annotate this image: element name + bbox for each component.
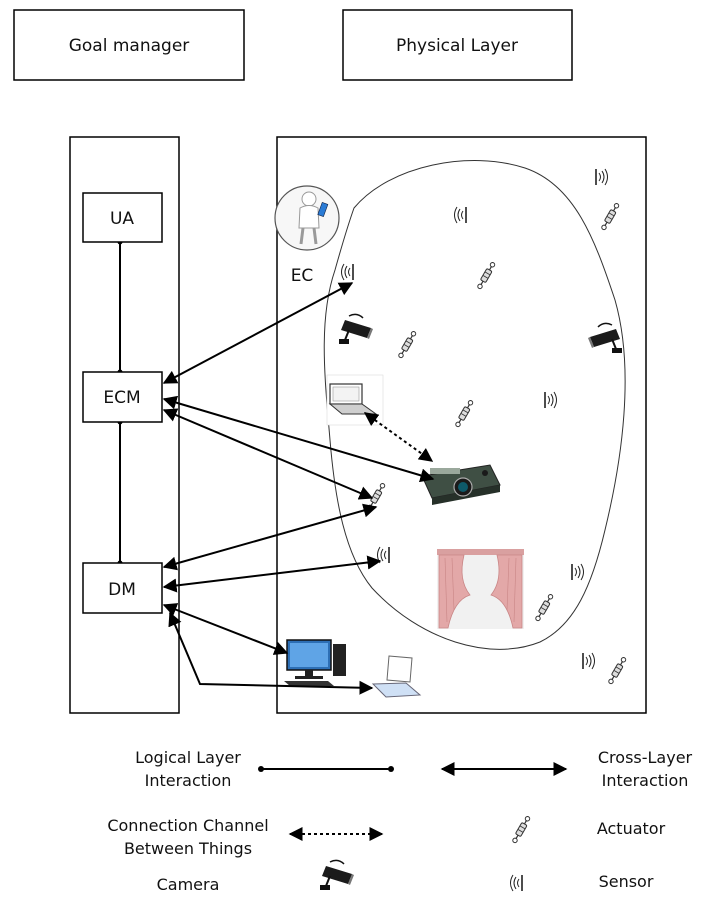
ua-box: [82, 192, 163, 243]
legend-camera-label: Camera: [157, 875, 220, 894]
goal-manager-title: Goal manager: [69, 36, 190, 56]
legend-sensor-icon: [509, 874, 523, 892]
dm-box: [82, 562, 163, 614]
legend-logical-line2: Interaction: [145, 771, 232, 790]
legend-actuator-icon: [510, 814, 532, 845]
physical-layer-box: [342, 9, 573, 81]
laptop-icon: [326, 374, 384, 426]
ec-user-icon: [274, 185, 340, 251]
legend-sensor-label: Sensor: [599, 872, 654, 891]
legend-channel-line1: Connection Channel: [107, 816, 268, 835]
ecm-box: [82, 371, 163, 423]
goal-manager-box: [13, 9, 245, 81]
cross-layer-arrow: [162, 408, 374, 500]
cross-layer-arrow: [168, 611, 374, 695]
legend-cross-line2: Interaction: [602, 771, 689, 790]
projector-icon: [421, 464, 501, 505]
legend-actuator-label: Actuator: [597, 819, 666, 838]
physical-layer-title: Physical Layer: [396, 36, 518, 56]
legend-channel-line2: Between Things: [124, 839, 252, 858]
legend-camera-icon: [319, 859, 355, 891]
dm-label: DM: [108, 580, 136, 600]
connection-channel-arrow: [363, 412, 434, 462]
legend-cross-line1: Cross-Layer: [598, 748, 693, 767]
legend-logical-line1: Logical Layer: [135, 748, 241, 767]
laptop-icon: [371, 655, 422, 698]
curtain-icon: [437, 549, 524, 629]
cross-layer-arrow: [162, 603, 289, 655]
cross-layer-arrow: [162, 555, 382, 593]
ua-label: UA: [110, 209, 134, 229]
ecm-label: ECM: [103, 388, 140, 408]
cross-layer-arrow: [162, 282, 354, 384]
ec-label: EC: [291, 266, 314, 286]
